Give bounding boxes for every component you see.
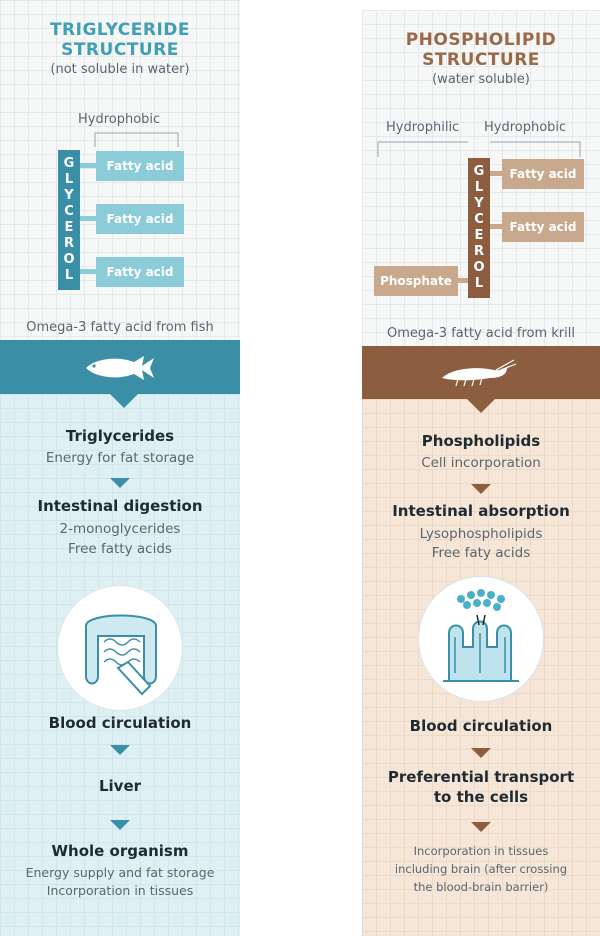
glycerol-letter: L bbox=[474, 276, 484, 291]
glycerol-letter: R bbox=[63, 236, 74, 251]
step-incorporation-line-2: including brain (after crossing bbox=[394, 862, 568, 876]
glycerol-letter: G bbox=[63, 156, 75, 171]
hydrophilic-label: Hydrophilic bbox=[386, 120, 460, 135]
step-organism-line-2: Incorporation in tissues bbox=[46, 883, 194, 898]
step-preferential-transport-line-2: to the cells bbox=[433, 788, 529, 806]
phospholipid-column: PHOSPHOLIPID STRUCTURE (water soluble) H… bbox=[362, 10, 600, 936]
title-line-2: STRUCTURE bbox=[61, 40, 179, 60]
arrow-down-icon bbox=[110, 745, 130, 755]
title-line-1: TRIGLYCERIDE bbox=[49, 20, 191, 40]
step-phospholipids: Phospholipids bbox=[421, 432, 541, 450]
villi-illustration bbox=[418, 576, 544, 702]
triglyceride-column: TRIGLYCERIDE STRUCTURE (not soluble in w… bbox=[0, 0, 240, 936]
arrow-down-icon bbox=[471, 822, 491, 832]
triglyceride-title: TRIGLYCERIDE STRUCTURE bbox=[0, 20, 240, 60]
hydrophobic-label: Hydrophobic bbox=[484, 120, 567, 135]
fish-source-label: Omega-3 fatty acid from fish bbox=[26, 320, 214, 335]
step-incorporation-line-1: Incorporation in tissues bbox=[413, 844, 549, 858]
glycerol-letter: G bbox=[473, 164, 485, 179]
glycerol-letter: Y bbox=[474, 196, 484, 211]
fatty-acid-box: Fatty acid bbox=[502, 159, 584, 189]
step-digestion-line-1: 2-monoglycerides bbox=[59, 521, 181, 537]
connector bbox=[490, 171, 502, 176]
connector bbox=[458, 278, 468, 283]
step-triglycerides: Triglycerides bbox=[65, 427, 175, 445]
glycerol-letter: L bbox=[474, 180, 484, 195]
connector bbox=[80, 269, 96, 274]
step-incorporation-line-3: the blood-brain barrier) bbox=[413, 880, 549, 894]
step-phospholipids-desc: Cell incorporation bbox=[421, 455, 541, 471]
krill-icon bbox=[442, 359, 517, 387]
glycerol-letter: E bbox=[64, 220, 74, 235]
glycerol-letter: L bbox=[64, 268, 74, 283]
step-blood-circulation: Blood circulation bbox=[409, 717, 553, 735]
glycerol-letter: O bbox=[473, 260, 485, 275]
glycerol-letter: Y bbox=[64, 188, 74, 203]
phospholipid-subtitle: (water soluble) bbox=[432, 72, 530, 87]
phospholipid-title: PHOSPHOLIPID STRUCTURE bbox=[362, 30, 600, 70]
step-organism-line-1: Energy supply and fat storage bbox=[25, 865, 215, 880]
glycerol-letter: L bbox=[64, 172, 74, 187]
krill-band bbox=[362, 346, 600, 399]
hydrophobic-label: Hydrophobic bbox=[78, 112, 161, 127]
step-intestinal-digestion: Intestinal digestion bbox=[37, 497, 203, 515]
fatty-acid-box: Fatty acid bbox=[96, 151, 184, 181]
connector bbox=[490, 224, 502, 229]
band-pointer bbox=[110, 394, 138, 408]
glycerol-letter: O bbox=[63, 252, 75, 267]
arrow-down-icon bbox=[110, 478, 130, 488]
villi-icon bbox=[443, 589, 519, 682]
step-blood-circulation: Blood circulation bbox=[48, 714, 192, 732]
arrow-down-icon bbox=[471, 484, 491, 494]
step-intestinal-absorption: Intestinal absorption bbox=[392, 502, 570, 520]
step-preferential-transport: Preferential transport bbox=[387, 768, 575, 786]
fish-band bbox=[0, 340, 240, 394]
arrow-down-icon bbox=[471, 748, 491, 758]
step-absorption-line-2: Free faty acids bbox=[431, 545, 531, 561]
arrow-down-icon bbox=[110, 820, 130, 830]
band-pointer bbox=[467, 399, 495, 413]
connector bbox=[80, 163, 96, 168]
intestine-icon bbox=[85, 614, 157, 696]
fatty-acid-box: Fatty acid bbox=[96, 204, 184, 234]
glycerol-letter: C bbox=[64, 204, 74, 219]
title-line-2: STRUCTURE bbox=[422, 50, 540, 70]
phosphate-box: Phosphate bbox=[374, 266, 458, 296]
connector bbox=[80, 216, 96, 221]
step-absorption-line-1: Lysophospholipids bbox=[419, 526, 543, 542]
krill-source-label: Omega-3 fatty acid from krill bbox=[387, 326, 575, 341]
hydrophobic-bracket bbox=[94, 132, 179, 147]
step-triglycerides-desc: Energy for fat storage bbox=[45, 450, 195, 466]
title-line-1: PHOSPHOLIPID bbox=[405, 30, 557, 50]
brackets bbox=[377, 141, 581, 157]
fatty-acid-box: Fatty acid bbox=[96, 257, 184, 287]
glycerol-letter: C bbox=[474, 212, 484, 227]
fish-icon bbox=[86, 356, 154, 380]
triglyceride-subtitle: (not soluble in water) bbox=[50, 62, 190, 77]
step-liver: Liver bbox=[98, 777, 142, 795]
fatty-acid-box: Fatty acid bbox=[502, 212, 584, 242]
step-digestion-line-2: Free fatty acids bbox=[68, 541, 172, 557]
glycerol-letter: E bbox=[474, 228, 484, 243]
glycerol-letter: R bbox=[473, 244, 484, 259]
intestine-illustration bbox=[57, 585, 183, 711]
step-whole-organism: Whole organism bbox=[51, 842, 189, 860]
